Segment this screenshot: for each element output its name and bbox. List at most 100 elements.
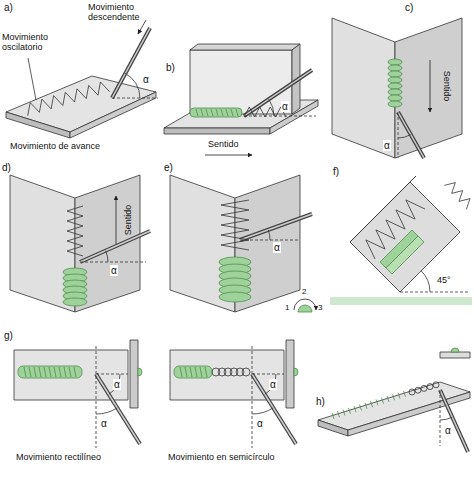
electrode: [440, 390, 468, 452]
direction-arrow: [205, 155, 252, 156]
weave-loop: [433, 382, 439, 388]
direction-label: Sentido: [441, 71, 451, 102]
weld-bead: [388, 65, 402, 71]
weld-bead: [219, 292, 251, 302]
bead-ripple: [211, 109, 213, 116]
angle-symbol: α: [269, 379, 277, 390]
bead-ripple: [387, 396, 389, 402]
angle-arc: [125, 73, 141, 98]
bead-ripple: [343, 410, 345, 416]
bead-ripple: [195, 367, 197, 377]
t-joint: [164, 44, 318, 134]
angle-arc: [265, 374, 276, 394]
motion-label: Movimiento descendente: [88, 3, 144, 23]
bead-ripple: [382, 398, 384, 404]
weave-path: [444, 183, 470, 210]
bead-ripple: [360, 405, 362, 411]
angle-label: 45°: [436, 276, 452, 286]
sequence-number: 3: [318, 304, 322, 313]
bead-ripple: [338, 411, 340, 417]
sequence-number: 2: [302, 288, 306, 297]
panel-letter: f): [333, 166, 339, 177]
reference-line: [96, 346, 97, 448]
weld-bead: [388, 95, 402, 101]
motion-label: Movimiento oscilatorio: [2, 33, 62, 53]
bead-ripple: [205, 367, 207, 377]
electrode: [80, 231, 150, 262]
angle-arc: [398, 135, 411, 138]
bead-ripple: [398, 393, 400, 399]
panel-letter: a): [4, 2, 13, 13]
weave-path: [244, 107, 286, 117]
weave-path: [67, 206, 83, 256]
angle-symbol: α: [110, 265, 118, 276]
weld-bead: [388, 71, 402, 77]
panel-letter: e): [164, 162, 173, 173]
sequence-number: 1: [285, 304, 289, 313]
weld-bead: [388, 59, 402, 65]
electrode: [240, 214, 312, 240]
weave-path: [28, 82, 110, 116]
weave-loop: [415, 387, 421, 393]
bead-ripple: [376, 399, 378, 405]
tilted-joint: [350, 176, 460, 292]
angle-arc: [268, 230, 270, 240]
electrode: [112, 28, 150, 98]
bead-ripple: [39, 367, 41, 377]
bead-ripple: [185, 367, 187, 377]
bead-ripple: [34, 367, 36, 377]
bead-ripple: [69, 367, 71, 377]
reference-line: [400, 292, 470, 293]
weave-path: [221, 200, 249, 250]
angle-symbol: α: [383, 140, 391, 151]
panel-letter: c): [405, 2, 413, 13]
reference-line: [398, 112, 399, 158]
sequence-symbol: [294, 299, 316, 312]
direction-label: Sentido: [124, 205, 134, 236]
motion-label: Movimiento de avance: [10, 142, 100, 152]
weave-loop: [427, 384, 433, 390]
electrode: [252, 374, 296, 444]
motion-arrow: [138, 20, 146, 34]
bead-ripple: [349, 408, 351, 414]
bead-ripple: [59, 367, 61, 377]
angle-arc: [252, 408, 273, 414]
bead-ripple: [393, 394, 395, 400]
angle-symbol: α: [113, 379, 121, 390]
bead-ripple: [49, 367, 51, 377]
bead-ripple: [404, 391, 406, 397]
motion-label: Movimiento en semicírculo: [168, 453, 275, 463]
weld-bead: [388, 101, 402, 107]
bead-ripple: [180, 367, 182, 377]
reference-line: [112, 98, 158, 99]
angle-arc: [109, 374, 120, 394]
angle-arc: [440, 417, 452, 420]
bead-ripple: [231, 109, 233, 116]
direction-arrow: [116, 196, 117, 244]
panel-letter: b): [166, 62, 175, 73]
bead-ripple: [200, 367, 202, 377]
weld-bead: [388, 89, 402, 95]
bead-ripple: [206, 109, 208, 116]
reference-line: [252, 346, 253, 448]
angle-symbol: α: [256, 418, 264, 429]
bead-ripple: [354, 406, 356, 412]
leader-line: [28, 58, 36, 100]
flat-plate: [318, 348, 470, 436]
angle-symbol: α: [273, 242, 281, 253]
panel-letter: h): [316, 396, 325, 407]
bead-ripple: [190, 367, 192, 377]
bead-ripple: [236, 109, 238, 116]
bead-ripple: [64, 367, 66, 377]
bead-ripple: [365, 403, 367, 409]
direction-arrow: [430, 60, 431, 112]
weld-bead: [63, 298, 87, 306]
plate-elevation: [170, 340, 298, 408]
bead-ripple: [29, 367, 31, 377]
reference-line: [80, 262, 146, 263]
angle-symbol: α: [100, 418, 108, 429]
electrode: [244, 70, 312, 116]
bead-ripple: [216, 109, 218, 116]
motion-label: Movimiento rectilíneo: [16, 453, 101, 463]
